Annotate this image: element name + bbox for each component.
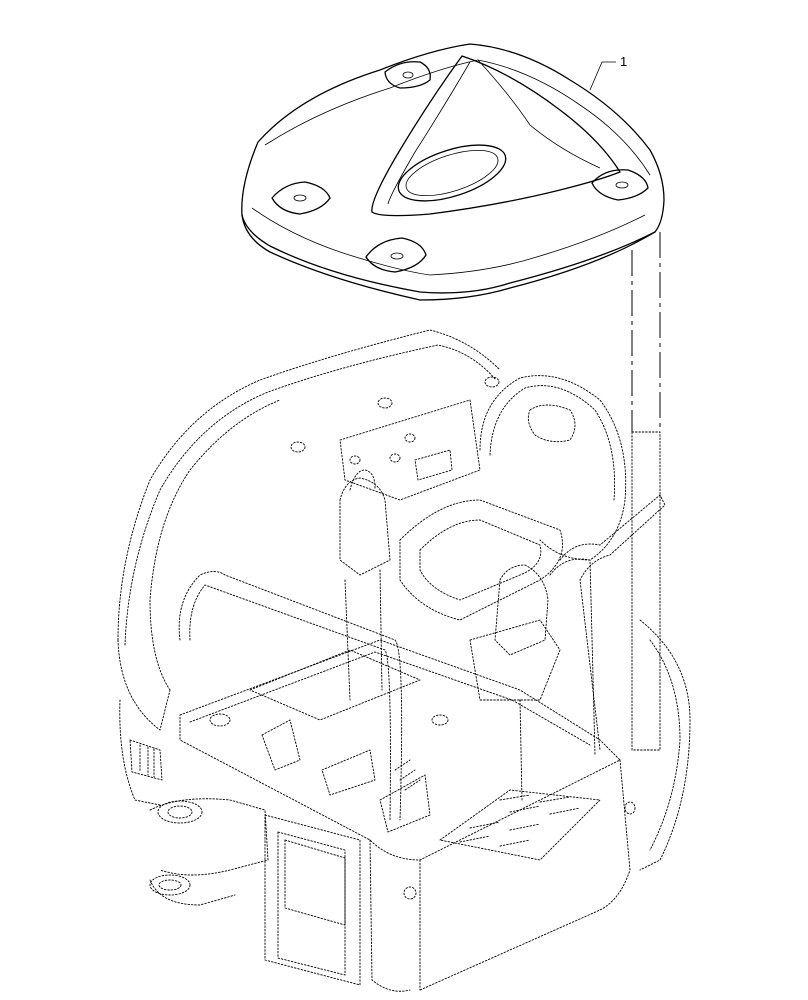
mount-pocket-front-center: [365, 237, 427, 273]
mount-pocket-rear-left: [384, 61, 431, 89]
part-1-seat-cushion[interactable]: [241, 43, 665, 301]
mount-pocket-front-left: [271, 181, 331, 215]
callout-1: 1: [589, 54, 627, 91]
callout-label-1: 1: [620, 54, 627, 69]
mount-pocket-right: [591, 169, 649, 201]
machine-body-phantom: [117, 329, 691, 992]
assembly-center-line: [631, 232, 661, 432]
